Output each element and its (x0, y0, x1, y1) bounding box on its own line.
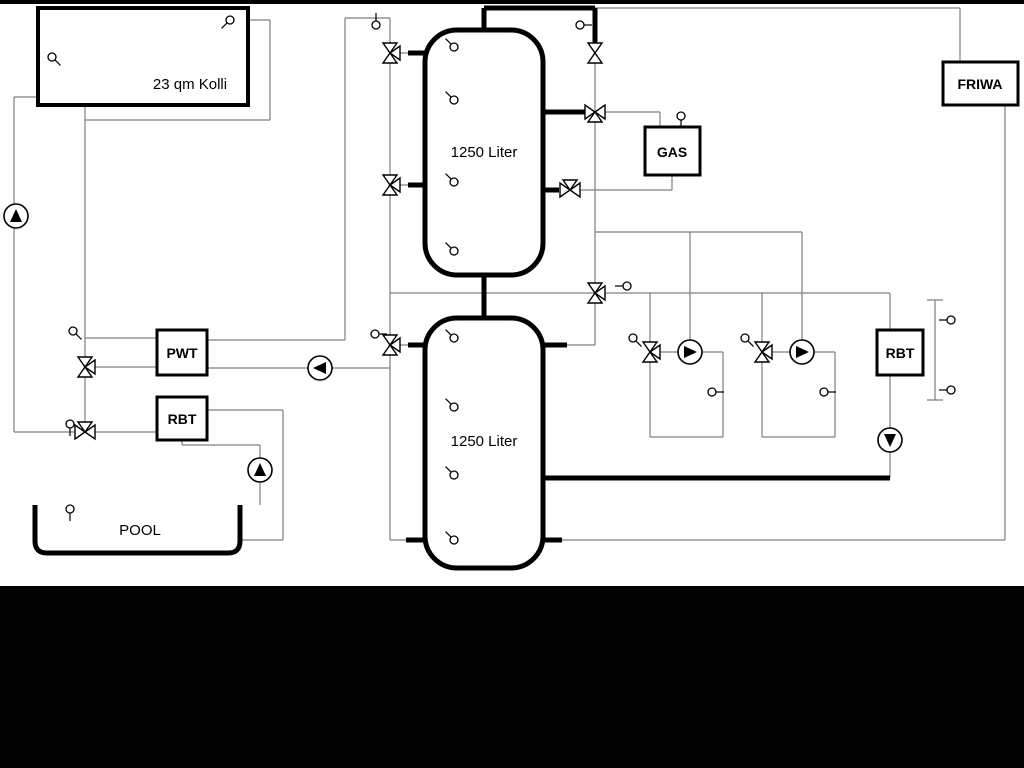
rbt-pump (877, 427, 903, 453)
pipes-thick (406, 5, 890, 543)
temp-sensor-pool (65, 504, 75, 522)
temp-sensor-circuit-2 (738, 331, 757, 350)
buffer-tank-top (422, 27, 546, 278)
pwt-heat-exchanger-box (155, 328, 209, 377)
bottom-letterbox (0, 586, 1024, 768)
valve-solar-pwt (78, 357, 95, 377)
solar-collector-box (36, 6, 250, 107)
temp-sensor-top-pipe (575, 20, 593, 30)
temp-sensor-distribution (614, 281, 632, 291)
valve-tank-bottom (383, 335, 400, 355)
friwa-label: FRIWA (957, 76, 1002, 92)
gas-boiler-box (643, 125, 702, 177)
mixing-valve-circuit-2 (755, 342, 772, 362)
rbt-right-label: RBT (886, 345, 915, 361)
shutoff-valve-top (588, 43, 602, 63)
temp-sensor-circuit-1 (626, 331, 645, 350)
valve-gas-return (560, 180, 580, 197)
temp-sensor-loop-1 (707, 387, 725, 397)
mixing-valve-circuit-1 (643, 342, 660, 362)
temp-sensor-pwt-feed (66, 324, 85, 343)
heating-pump-2 (789, 339, 815, 365)
temp-sensor-rbt-right-2 (938, 385, 956, 395)
top-letterbox (0, 0, 1024, 4)
pool-label: POOL (119, 522, 161, 539)
valve-tank-top-lower (383, 175, 400, 195)
temp-sensor-tank-feed (371, 12, 381, 30)
friwa-box (941, 60, 1020, 107)
temp-sensor-rbt-feed (65, 419, 75, 437)
collector-label: 23 qm Kolli (153, 76, 227, 93)
solar-pump (3, 203, 29, 229)
tank-top-label: 1250 Liter (451, 144, 518, 161)
valve-tank-top-upper (383, 43, 400, 63)
pool-basin (32, 505, 243, 556)
gas-label: GAS (657, 144, 687, 160)
buffer-tank-bottom (422, 315, 546, 571)
pipes-thin (13, 7, 1006, 541)
heating-pump-1 (677, 339, 703, 365)
temp-sensor-loop-2 (819, 387, 837, 397)
rbt-left-label: RBT (168, 411, 197, 427)
pool-pump (247, 457, 273, 483)
valve-solar-rbt (75, 422, 95, 439)
pwt-charge-pump (307, 355, 333, 381)
pwt-label: PWT (166, 345, 198, 361)
rbt-right-box (875, 328, 925, 377)
rbt-left-box (155, 395, 209, 442)
tank-bottom-label: 1250 Liter (451, 433, 518, 450)
temp-sensor-rbt-right-1 (938, 315, 956, 325)
